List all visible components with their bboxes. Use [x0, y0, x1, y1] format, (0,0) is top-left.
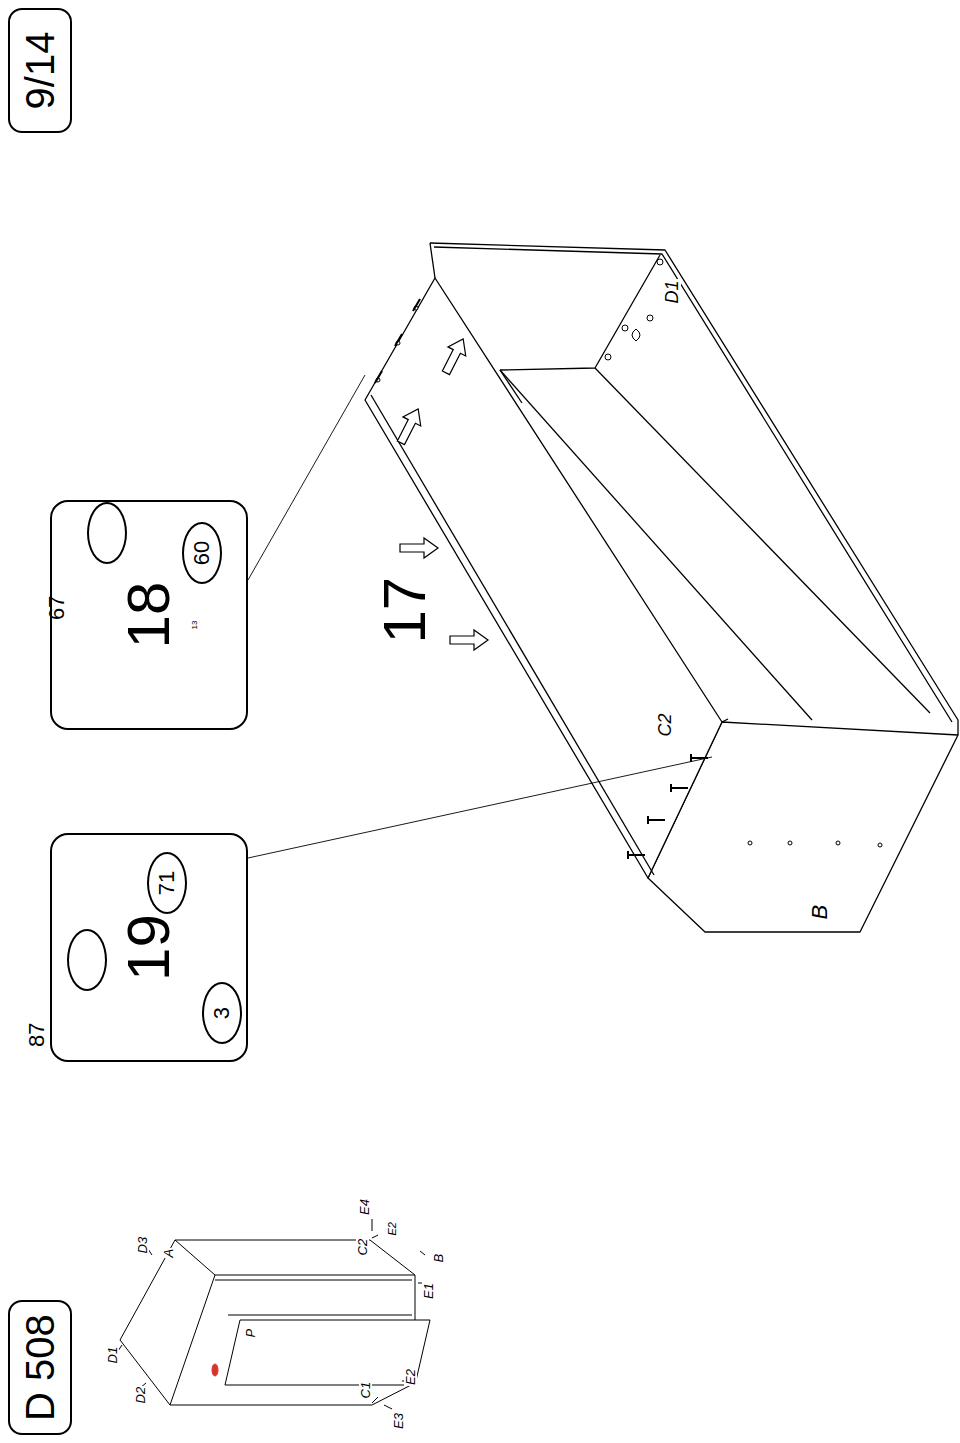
callout-number: 71	[156, 871, 178, 895]
cabinet-drawing	[365, 278, 722, 878]
step-number: 18	[119, 582, 179, 649]
panel-letter: D1	[663, 279, 681, 304]
model-box: D 508	[8, 1300, 72, 1435]
cabinet-drawing	[500, 370, 812, 720]
cabinet-drawing	[365, 243, 958, 932]
overview-cabinet	[118, 1219, 425, 1409]
holes-and-fittings	[605, 354, 611, 360]
screws	[648, 819, 665, 821]
callout-number: 67	[87, 502, 127, 564]
callout-number: 60	[182, 522, 222, 584]
overview-cabinet	[212, 1364, 218, 1376]
screws	[627, 851, 629, 859]
screws	[671, 787, 688, 789]
step-number: 17	[375, 576, 435, 645]
panel-letter: C2	[356, 1238, 369, 1257]
cabinet-drawing	[500, 370, 522, 403]
holes-and-fittings	[376, 259, 882, 847]
holes-and-fittings	[622, 325, 628, 331]
cabinet-drawing	[595, 368, 930, 713]
screws	[628, 854, 645, 856]
holes-and-fittings	[878, 843, 882, 847]
screws	[375, 299, 708, 859]
holes-and-fittings	[836, 841, 840, 845]
callout-number: 3	[211, 1007, 233, 1019]
screws	[375, 371, 382, 383]
panel-letter: E2	[404, 1368, 417, 1386]
screws	[670, 784, 672, 792]
panel-letter: C1	[359, 1381, 372, 1400]
cabinet-drawing	[371, 395, 654, 875]
overview-cabinet	[175, 1240, 415, 1275]
cabinet-drawing	[500, 255, 660, 370]
panel-letter: E4	[358, 1198, 371, 1216]
box-text: D 508	[20, 1314, 60, 1421]
panel-letter: B	[809, 904, 831, 921]
box-text: 9/14	[20, 32, 60, 110]
panel-letter: A	[162, 1248, 175, 1259]
panel-letter: P	[244, 1328, 257, 1339]
panel-letter: D3	[136, 1236, 149, 1255]
cabinet-drawing	[430, 243, 435, 278]
screws	[413, 299, 420, 311]
panel-letter: E2	[387, 1221, 398, 1236]
hollow-arrows	[437, 334, 472, 377]
leader-lines	[248, 375, 365, 580]
panel-letter: C2	[656, 712, 674, 737]
holes-and-fittings	[657, 259, 663, 265]
part-size: 13	[191, 620, 199, 631]
callout-number: 60	[191, 541, 213, 565]
holes-and-fittings	[788, 841, 792, 845]
callout-number: 67	[47, 596, 67, 620]
leader-lines	[248, 757, 712, 858]
overview-cabinet	[215, 1280, 412, 1281]
overview-cabinet	[228, 1315, 412, 1316]
step-number: 19	[119, 914, 179, 981]
callout-number: 87	[67, 929, 107, 991]
cabinet-drawing	[722, 719, 728, 722]
panel-letter: E1	[422, 1282, 435, 1300]
detail-box: 67 60 18	[50, 500, 248, 730]
panel-letter: D1	[106, 1346, 119, 1365]
overview-cabinet	[170, 1275, 215, 1405]
hollow-arrows	[392, 404, 427, 447]
hollow-arrows	[450, 630, 488, 650]
detail-box: 87 71 3 19	[50, 833, 248, 1062]
screws	[690, 754, 692, 762]
panel-letter: D2	[134, 1386, 147, 1405]
leader-lines	[248, 375, 712, 858]
panel-letter: B	[432, 1253, 445, 1264]
overview-cabinet	[225, 1320, 430, 1385]
holes-and-fittings	[647, 315, 653, 321]
screws	[395, 334, 402, 346]
panel-letter: E3	[392, 1412, 405, 1430]
holes-and-fittings	[748, 841, 752, 845]
callout-number: 3	[202, 982, 242, 1044]
hollow-arrows	[400, 538, 438, 558]
page-number-box: 9/14	[8, 8, 72, 133]
overview-cabinet	[118, 1219, 430, 1409]
callout-number: 87	[27, 1023, 47, 1047]
screws	[647, 816, 649, 824]
holes-and-fittings	[632, 329, 640, 341]
callout-number: 71	[147, 852, 187, 914]
